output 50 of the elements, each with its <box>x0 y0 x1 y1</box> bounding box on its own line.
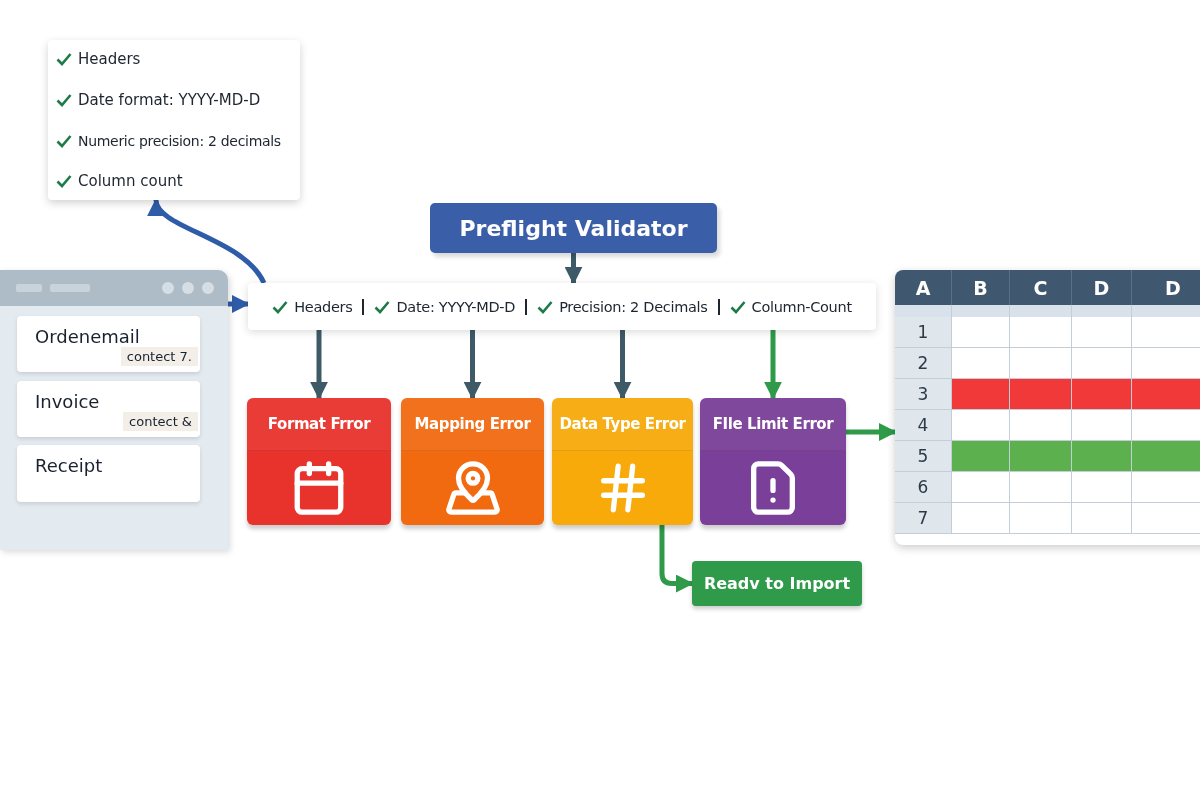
error-title: FIle Limit Error <box>712 415 834 433</box>
check-label: Headers <box>294 298 353 315</box>
check-item: Date format: YYYY-MD-D <box>78 91 261 110</box>
arrow <box>310 330 328 400</box>
error-tile <box>247 398 391 525</box>
error-tile <box>552 398 693 525</box>
document-title: Ordenemail <box>35 326 141 347</box>
content-tag: contect & <box>123 412 198 431</box>
document-card <box>17 445 200 502</box>
arrow <box>228 295 250 313</box>
row-number: 1 <box>895 317 952 348</box>
arrow <box>846 423 897 441</box>
spreadsheet <box>895 270 1200 545</box>
status-button: Readv to Import <box>692 561 862 606</box>
row-number: 2 <box>895 348 952 379</box>
error-title: Format Frror <box>267 415 371 433</box>
document-title: Receipt <box>35 455 104 476</box>
arrow <box>613 330 632 400</box>
error-tile <box>401 398 544 525</box>
document-title: Invoice <box>35 391 101 412</box>
arrow <box>564 253 583 285</box>
error-title: Data Type Error <box>559 415 686 433</box>
row-number: 7 <box>895 503 952 534</box>
error-title: Mapping Error <box>414 415 531 433</box>
browser-window <box>0 270 228 550</box>
arrow <box>659 525 694 593</box>
check-label: Column-Count <box>751 298 852 315</box>
check-item: Column count <box>78 172 183 190</box>
check-item: Headers <box>78 50 141 68</box>
column-header: C <box>1010 270 1072 305</box>
document-card <box>17 381 200 437</box>
row-number: 5 <box>895 441 952 472</box>
check-label: Precision: 2 Decimals <box>559 298 708 315</box>
column-header: A <box>895 270 952 305</box>
checks-bar <box>248 283 876 330</box>
document-card <box>17 316 200 372</box>
check-item: Numeric precision: 2 decimals <box>78 132 281 149</box>
row-number: 6 <box>895 472 952 503</box>
arrow <box>764 330 782 400</box>
content-tag: contect 7. <box>120 347 198 366</box>
error-tile <box>700 398 846 525</box>
check-label: Date: YYYY-MD-D <box>396 298 516 315</box>
column-header: D <box>1132 270 1200 305</box>
row-number: 3 <box>895 379 952 410</box>
row-number: 4 <box>895 410 952 441</box>
validator-box: Preflight Validator <box>430 203 717 253</box>
checklist-card <box>48 40 300 200</box>
column-header: D <box>1072 270 1132 305</box>
arrow <box>463 330 482 400</box>
column-header: B <box>952 270 1010 305</box>
